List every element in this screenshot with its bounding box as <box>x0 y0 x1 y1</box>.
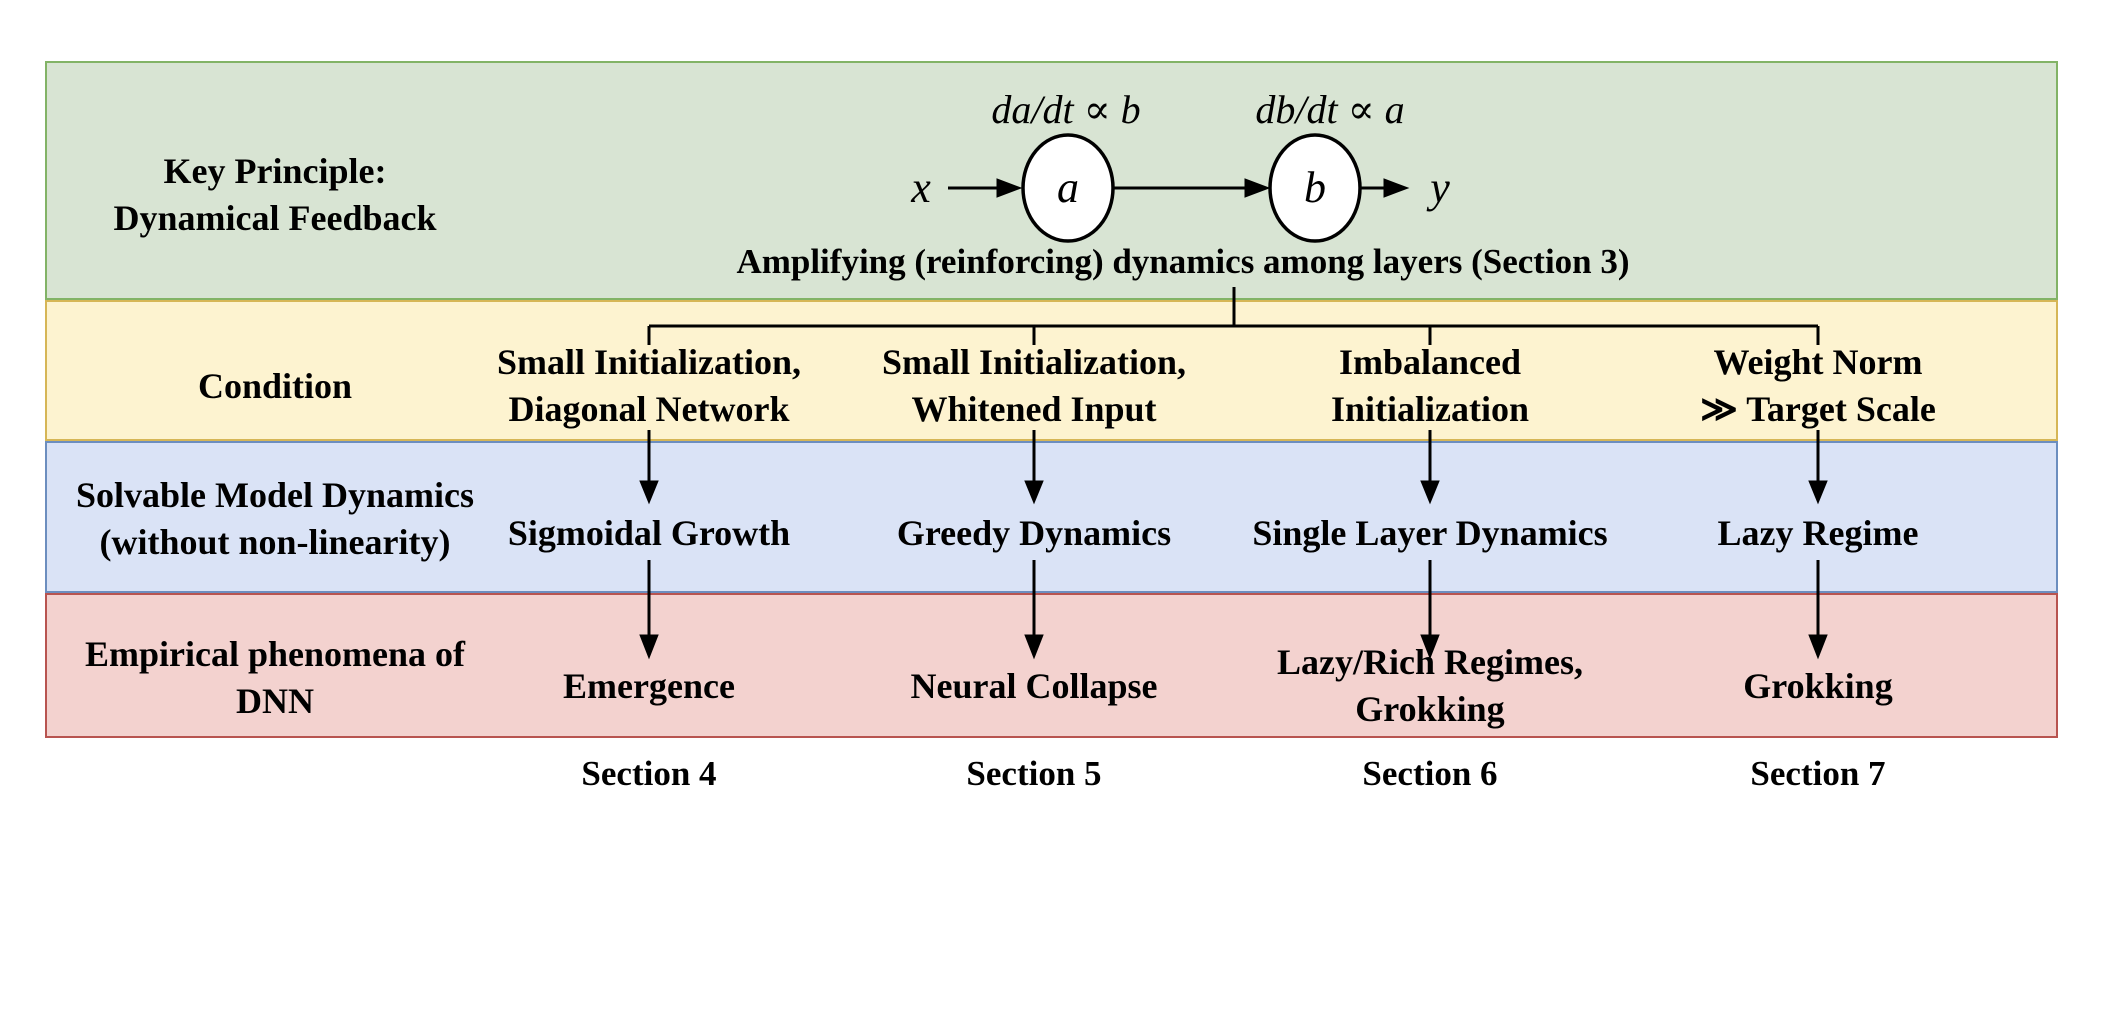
section-label-4: Section 4 <box>581 753 717 793</box>
section-label-5: Section 5 <box>966 753 1102 793</box>
arrowhead-a-to-b <box>1244 178 1271 198</box>
phenomena-cell-4: Grokking <box>1743 665 1893 706</box>
input-symbol: x <box>911 163 931 212</box>
node-b-ellipse <box>1268 133 1362 243</box>
section-label-6: Section 6 <box>1362 753 1498 793</box>
phenomena-row-label: Empirical phenomena of DNN <box>84 634 465 721</box>
dynamics-cell-3: Single Layer Dynamics <box>1252 512 1608 553</box>
node-a-ellipse <box>1021 133 1115 243</box>
dynamics-row-label: Solvable Model Dynamics (without non-lin… <box>75 475 474 562</box>
condition-cell-4: Weight Norm ≫ Target Scale <box>1700 342 1936 429</box>
node-a-label: a <box>1057 163 1079 212</box>
output-symbol: y <box>1430 163 1450 212</box>
condition-cell-3: Imbalanced Initialization <box>1330 342 1530 429</box>
dynamics-band <box>45 441 2058 593</box>
condition-cell-2: Small Initialization, Whitened Input <box>881 342 1187 429</box>
condition-row-label: Condition <box>197 365 353 406</box>
phenomena-cell-2: Neural Collapse <box>910 665 1158 706</box>
dynamics-cell-4: Lazy Regime <box>1717 512 1919 553</box>
principle-caption: Amplifying (reinforcing) dynamics among … <box>736 242 1630 281</box>
section-label-7: Section 7 <box>1750 753 1886 793</box>
phenomena-cell-1: Emergence <box>563 665 735 706</box>
phenomena-cell-3: Lazy/Rich Regimes, Grokking <box>1277 642 1583 729</box>
arrowhead-b-to-y <box>1383 178 1410 198</box>
network-schematic-arrows <box>948 178 1410 198</box>
dynamics-to-phenomena-arrows <box>639 560 1828 660</box>
principle-row-label: Key Principle: Dynamical Feedback <box>113 151 437 238</box>
dynamics-cell-2: Greedy Dynamics <box>896 512 1172 553</box>
formula-da-dt: da/dt ∝ b <box>991 87 1141 132</box>
dynamics-cell-1: Sigmoidal Growth <box>507 512 791 553</box>
condition-to-dynamics-arrows <box>639 430 1828 505</box>
condition-cell-1: Small Initialization, Diagonal Network <box>496 342 802 429</box>
condition-band <box>45 300 2058 441</box>
node-b-label: b <box>1304 163 1326 212</box>
arrowhead-x-to-a <box>996 178 1023 198</box>
formula-db-dt: db/dt ∝ a <box>1255 87 1405 132</box>
branch-tree <box>647 287 1820 345</box>
phenomena-band <box>45 593 2058 738</box>
